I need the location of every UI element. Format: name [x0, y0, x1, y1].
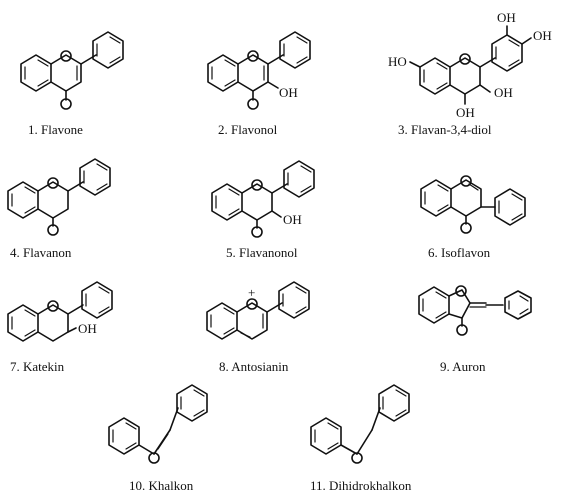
- structure-flavanon: [7, 158, 111, 236]
- structure-flavonol: [207, 31, 311, 110]
- structure-auron: [418, 285, 532, 336]
- label-flavan-ho: HO: [388, 54, 407, 69]
- caption-flavone: 1. Flavone: [28, 122, 83, 137]
- structure-isoflavon: [420, 175, 526, 234]
- label-antosianin-plus: +: [248, 285, 255, 300]
- caption-antosianin: 8. Antosianin: [219, 359, 289, 374]
- structure-antosianin: [206, 281, 310, 340]
- label-flavan-oh-ring-a: OH: [497, 10, 516, 25]
- caption-auron: 9. Auron: [440, 359, 486, 374]
- structure-khalkon: [108, 384, 208, 464]
- caption-flavanon: 4. Flavanon: [10, 245, 72, 260]
- label-flavan-oh-3: OH: [494, 85, 513, 100]
- structure-flavan-diol: [409, 25, 532, 105]
- structure-flavone: [20, 31, 124, 110]
- caption-flavonol: 2. Flavonol: [218, 122, 278, 137]
- caption-khalkon: 10. Khalkon: [129, 478, 194, 493]
- structure-katekin: [7, 281, 113, 342]
- label-flavan-oh-4: OH: [456, 105, 475, 120]
- label-katekin-oh: OH: [78, 321, 97, 336]
- caption-flavanonol: 5. Flavanonol: [226, 245, 298, 260]
- caption-flavan-diol: 3. Flavan-3,4-diol: [398, 122, 492, 137]
- structure-flavanonol: [211, 160, 315, 238]
- caption-katekin: 7. Katekin: [10, 359, 65, 374]
- structure-dihidrokhalkon: [310, 384, 410, 464]
- label-flavan-oh-ring-b: OH: [533, 28, 552, 43]
- label-flavonol-oh: OH: [279, 85, 298, 100]
- caption-dihidrokhalkon: 11. Dihidrokhalkon: [310, 478, 412, 493]
- label-flavanonol-oh: OH: [283, 212, 302, 227]
- caption-isoflavon: 6. Isoflavon: [428, 245, 491, 260]
